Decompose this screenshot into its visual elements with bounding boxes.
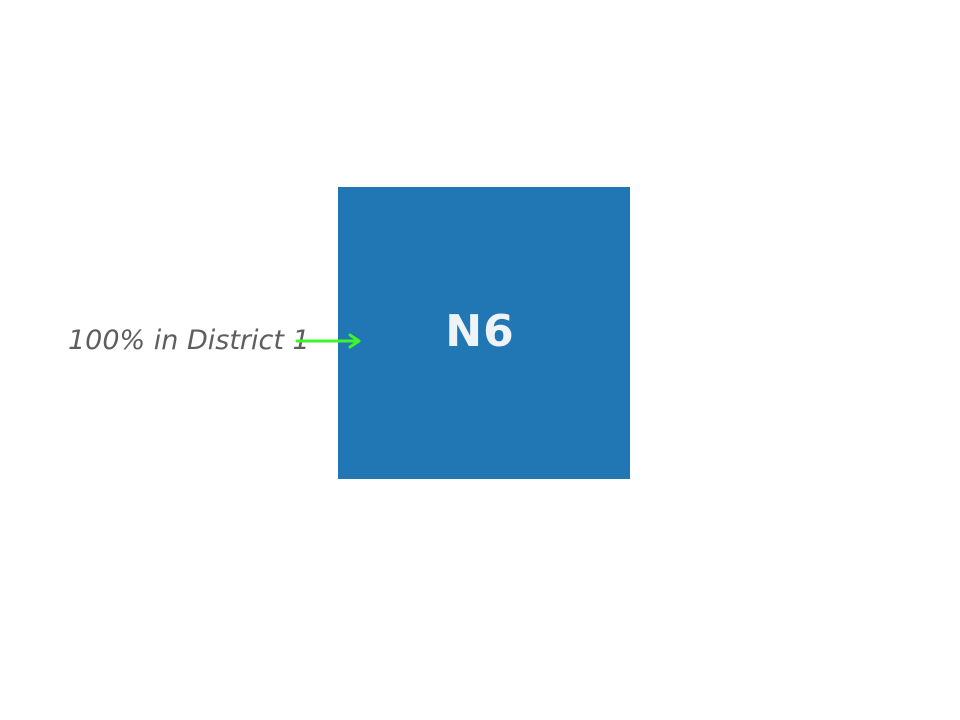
district-block-n6: N6 (338, 187, 630, 479)
block-label: N6 (445, 306, 515, 357)
district-annotation-text: 100% in District 1 (68, 325, 310, 356)
arrow-head (348, 333, 361, 349)
